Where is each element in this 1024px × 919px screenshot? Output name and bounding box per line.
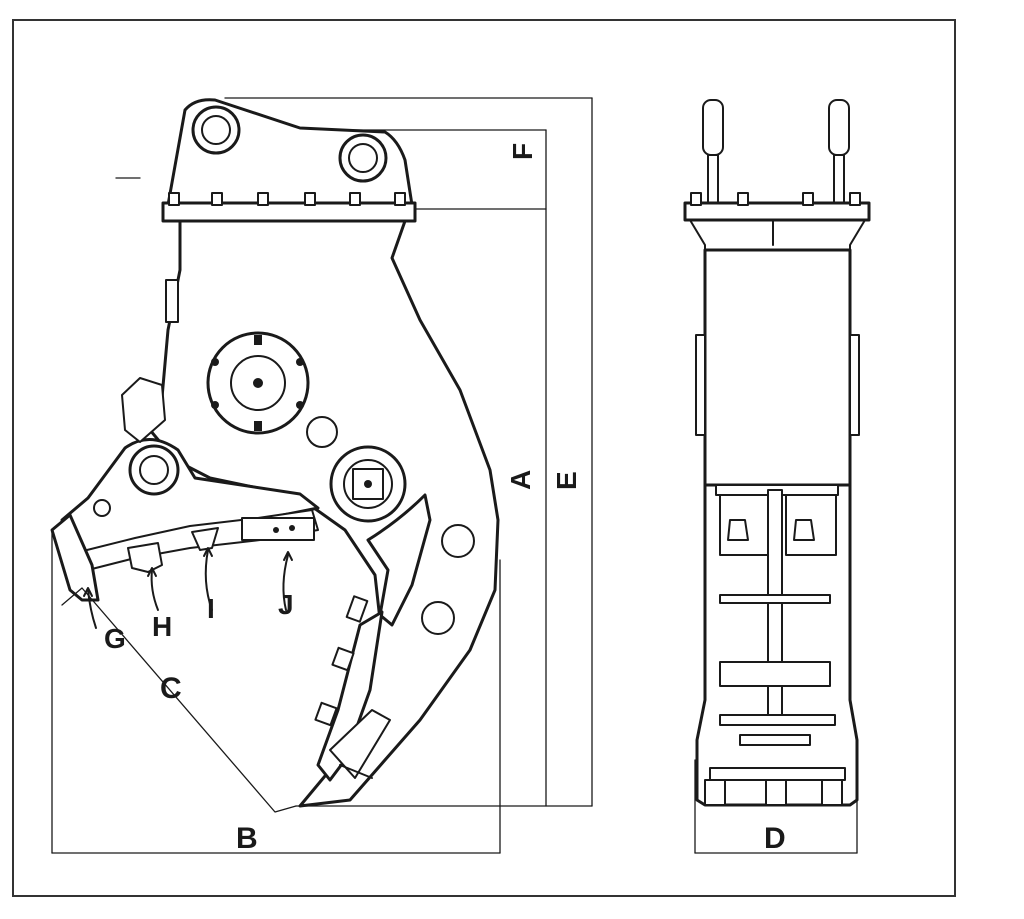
- label-h: H: [152, 611, 172, 642]
- movable-jaw: [50, 377, 320, 602]
- label-g: G: [104, 623, 126, 654]
- top-pins: [702, 99, 850, 206]
- side-view: F A E B C G H I J: [50, 97, 593, 855]
- cutter-blades: [314, 595, 391, 782]
- label-f: F: [507, 143, 538, 160]
- jaw-face-outline: [61, 587, 297, 813]
- jaw-teeth: [127, 517, 315, 573]
- cylinder-pin: [329, 445, 407, 523]
- front-housing: [695, 248, 860, 487]
- label-e: E: [551, 471, 582, 490]
- drawing-frame: [12, 19, 956, 897]
- front-flange: [683, 192, 871, 256]
- rotary-hub: [206, 331, 310, 435]
- callout-arrows: [83, 547, 293, 629]
- mounting-bracket: [166, 98, 414, 207]
- label-b: B: [236, 822, 258, 855]
- main-body: [148, 219, 500, 808]
- label-d: D: [764, 822, 786, 855]
- front-view: D: [683, 99, 871, 855]
- label-c: C: [160, 672, 182, 705]
- dimension-lines-side: [51, 97, 593, 854]
- label-j: J: [278, 589, 294, 620]
- label-i: I: [207, 593, 215, 624]
- label-a: A: [505, 470, 536, 490]
- front-jaw-frame: [695, 483, 859, 807]
